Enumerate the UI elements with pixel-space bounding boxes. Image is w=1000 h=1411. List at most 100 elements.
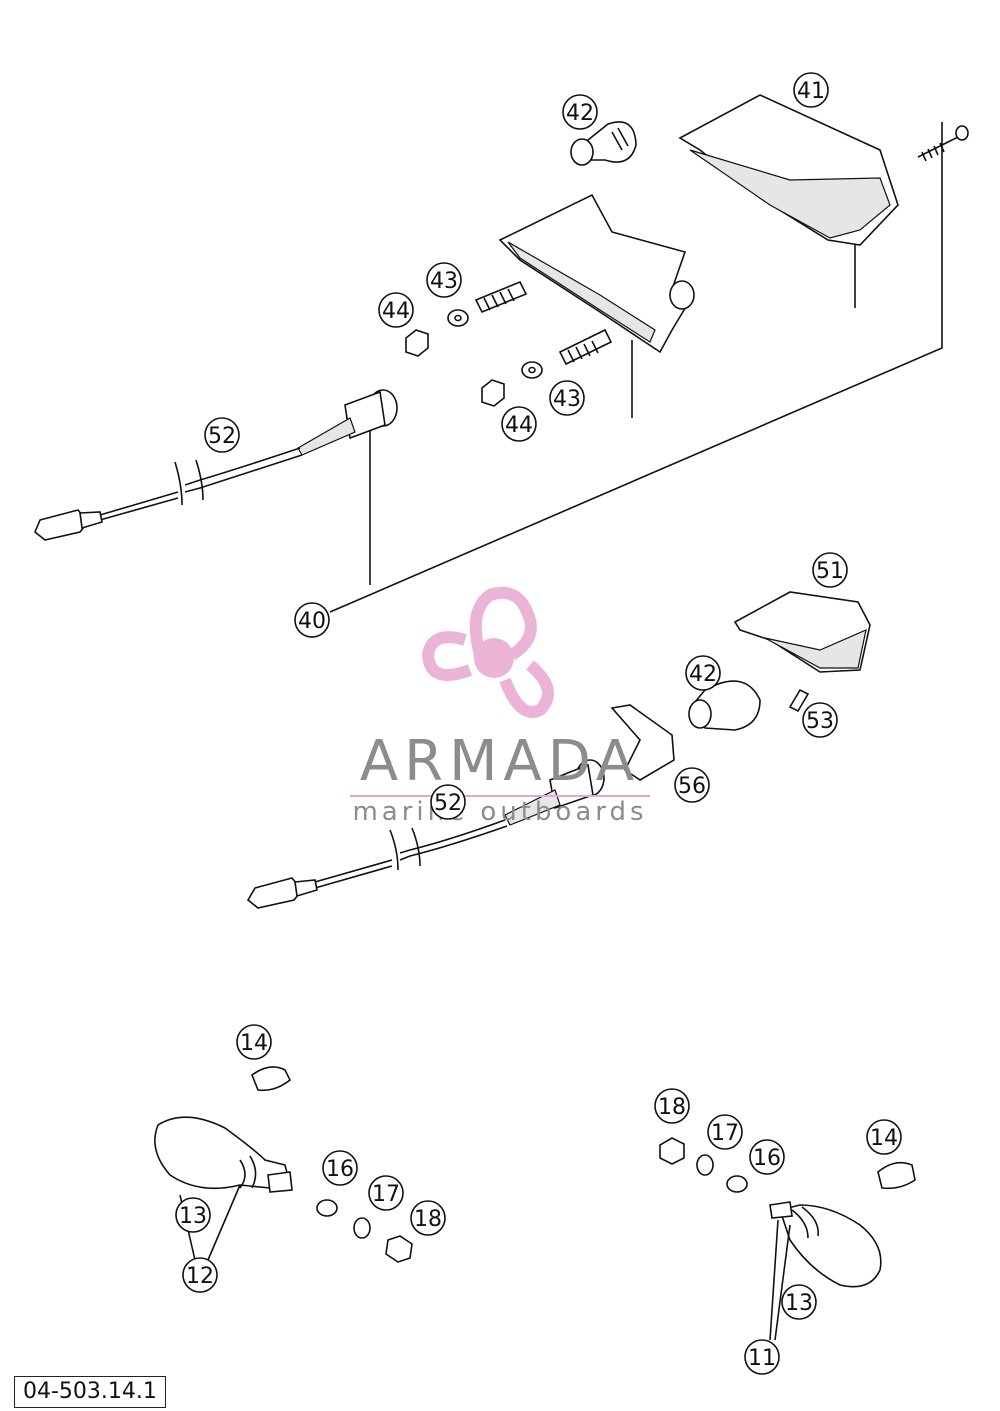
callout-c41: 41 [793,72,829,108]
callout-circle [426,262,462,298]
callout-circle [204,417,240,453]
washer [521,361,543,379]
callout-c12: 12 [182,1257,218,1293]
callout-circle [175,1197,211,1233]
callout-number: 43 [553,387,581,412]
callout-c18a: 18 [410,1200,446,1236]
callout-number: 51 [816,559,844,584]
callout-c17b: 17 [707,1114,743,1150]
bulb-socket-wire [34,389,398,541]
tail-light-assembly [34,94,969,613]
callout-number: 17 [372,1182,400,1207]
callout-circle [549,380,585,416]
callout-circle [707,1114,743,1150]
callout-c14a: 14 [236,1024,272,1060]
callout-number: 41 [797,79,825,104]
callout-number: 44 [382,299,410,324]
callout-circle [236,1024,272,1060]
callout-number: 52 [208,424,236,449]
callout-circle [793,72,829,108]
nut [385,1235,413,1263]
callout-circle [322,1150,358,1186]
light-holder [610,704,675,781]
callout-c16a: 16 [322,1150,358,1186]
callout-number: 12 [186,1264,214,1289]
nut [405,329,429,357]
callout-labels: 41 42 43 44 43 44 52 40 51 42 53 56 52 14 13 12 16 17 18 18… [175,72,902,1375]
callout-number: 16 [326,1157,354,1182]
callout-circle [562,94,598,130]
callout-c51: 51 [812,552,848,588]
callout-circle [749,1139,785,1175]
callout-circle [674,767,710,803]
callout-circle [501,406,537,442]
callout-c44a: 44 [378,292,414,328]
callout-circle [430,784,466,820]
stud-bolts [474,280,613,366]
callout-c17a: 17 [368,1175,404,1211]
callout-circle [812,552,848,588]
washer [316,1199,338,1217]
callout-number: 56 [678,774,706,799]
callout-number: 13 [785,1291,813,1316]
callout-number: 16 [753,1146,781,1171]
callout-c56: 56 [674,767,710,803]
right-indicator [659,1137,916,1341]
nut [659,1137,685,1165]
callout-c44b: 44 [501,406,537,442]
callout-c18b: 18 [654,1088,690,1124]
callout-number: 52 [434,791,462,816]
callout-number: 42 [689,662,717,687]
callout-circle [781,1284,817,1320]
callout-number: 11 [748,1346,776,1371]
callout-number: 13 [179,1204,207,1229]
callout-c42b: 42 [685,655,721,691]
armada-logo: ARMADA marine outboards [350,586,650,827]
callout-number: 14 [870,1126,898,1151]
callout-number: 53 [806,709,834,734]
bulb [877,1161,916,1190]
callout-c16b: 16 [749,1139,785,1175]
tail-light-housing [498,193,695,354]
callout-c13a: 13 [175,1197,211,1233]
bulb [570,121,637,166]
lock-washer [696,1154,714,1176]
nut [481,379,505,407]
bulb [251,1066,292,1092]
washer [726,1175,748,1193]
tail-light-lens [678,94,899,246]
callout-circle [378,292,414,328]
callout-c43b: 43 [549,380,585,416]
callout-number: 18 [414,1207,442,1232]
callout-c52b: 52 [430,784,466,820]
left-indicator [154,1066,413,1263]
callout-number: 43 [430,269,458,294]
callout-c13b: 13 [781,1284,817,1320]
callout-c40: 40 [294,602,330,638]
washer [447,309,469,327]
callout-number: 18 [658,1095,686,1120]
callout-c42a: 42 [562,94,598,130]
callout-number: 14 [240,1031,268,1056]
callout-circle [866,1119,902,1155]
callout-c52a: 52 [204,417,240,453]
callout-number: 42 [566,101,594,126]
screw [788,688,810,713]
watermark-tagline: marine outboards [352,797,647,827]
propeller-icon [421,586,554,718]
callout-circle [182,1257,218,1293]
watermark-brand: ARMADA [360,729,640,794]
callout-circle [744,1339,780,1375]
lock-washer [353,1217,371,1239]
callout-c14b: 14 [866,1119,902,1155]
callout-circle [410,1200,446,1236]
callout-number: 40 [298,609,326,634]
callout-c11: 11 [744,1339,780,1375]
callout-circle [685,655,721,691]
screw [917,125,969,162]
drawing-code-label: 04-503.14.1 [14,1376,166,1408]
callout-circle [368,1175,404,1211]
callout-circle [294,602,330,638]
callout-circle [802,702,838,738]
